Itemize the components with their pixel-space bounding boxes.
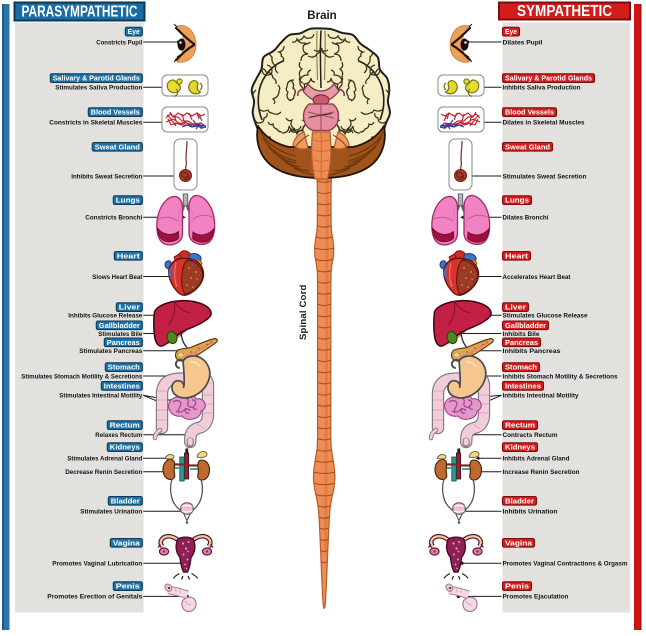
svg-text:Increase Renin Secretion: Increase Renin Secretion — [503, 469, 580, 476]
svg-text:Stomach: Stomach — [108, 365, 140, 372]
svg-text:Inhibits Sweat Secretion: Inhibits Sweat Secretion — [71, 173, 142, 180]
svg-text:PARASYMPATHETIC: PARASYMPATHETIC — [22, 4, 138, 21]
svg-text:Inhibits Bile: Inhibits Bile — [503, 331, 540, 338]
svg-text:Bladder: Bladder — [111, 498, 140, 505]
svg-text:SYMPATHETIC: SYMPATHETIC — [517, 3, 612, 20]
svg-text:Pancreas: Pancreas — [505, 340, 538, 347]
svg-text:Heart: Heart — [505, 253, 529, 260]
svg-text:Promotes Ejaculation: Promotes Ejaculation — [503, 594, 569, 601]
svg-text:Sweat Gland: Sweat Gland — [95, 144, 140, 151]
svg-text:Inhibits Stomach Motility & Se: Inhibits Stomach Motility & Secretions — [503, 373, 618, 380]
svg-text:Bladder: Bladder — [505, 498, 534, 505]
svg-text:Eye: Eye — [128, 29, 140, 36]
svg-text:Inhibits Glucose Release: Inhibits Glucose Release — [68, 313, 142, 320]
svg-text:Stimulates Intestinal Motility: Stimulates Intestinal Motility — [59, 393, 142, 400]
svg-text:Liver: Liver — [505, 305, 526, 312]
svg-text:Eye: Eye — [505, 29, 517, 36]
svg-text:Vagina: Vagina — [505, 540, 532, 547]
svg-text:Intestines: Intestines — [505, 383, 541, 390]
svg-text:Salivary & Parotid Glands: Salivary & Parotid Glands — [53, 76, 140, 83]
svg-text:Stimulates Bile: Stimulates Bile — [98, 331, 142, 338]
svg-text:Promotes Vaginal Lubrication: Promotes Vaginal Lubrication — [52, 561, 142, 568]
svg-text:Kidneys: Kidneys — [505, 445, 535, 452]
svg-text:Gallbladder: Gallbladder — [505, 323, 546, 330]
svg-text:Spinal Cord: Spinal Cord — [298, 284, 309, 340]
svg-text:Stimulates Glucose Release: Stimulates Glucose Release — [503, 313, 588, 320]
svg-text:Rectum: Rectum — [110, 423, 140, 430]
svg-text:Stimulates Pancreas: Stimulates Pancreas — [79, 348, 142, 355]
svg-text:Stimulates Saliva Production: Stimulates Saliva Production — [55, 85, 142, 92]
svg-text:Relaxes Rectum: Relaxes Rectum — [95, 432, 142, 439]
svg-text:Blood Vessels: Blood Vessels — [505, 110, 554, 117]
svg-text:Inhibits Adrenal Gland: Inhibits Adrenal Gland — [503, 456, 570, 463]
svg-text:Constricts Pupil: Constricts Pupil — [96, 39, 142, 46]
svg-text:Inhibits Pancreas: Inhibits Pancreas — [503, 348, 561, 355]
svg-text:Slows Heart Beat: Slows Heart Beat — [92, 274, 143, 281]
svg-text:Stimulates Adrenal Gland: Stimulates Adrenal Gland — [67, 456, 142, 463]
svg-text:Penis: Penis — [116, 584, 140, 591]
svg-text:Promotes Vaginal Contractions: Promotes Vaginal Contractions & Orgasm — [503, 561, 628, 568]
svg-text:Constricts Bronchi: Constricts Bronchi — [85, 215, 142, 222]
svg-text:Promotes Erection of Genitals: Promotes Erection of Genitals — [47, 594, 142, 601]
svg-text:Kidneys: Kidneys — [110, 445, 140, 452]
svg-text:Contracts Rectum: Contracts Rectum — [503, 432, 558, 439]
svg-text:Decrease Renin Secretion: Decrease Renin Secretion — [65, 469, 142, 476]
svg-text:Brain: Brain — [307, 10, 336, 22]
svg-text:Lungs: Lungs — [116, 198, 140, 205]
svg-text:Intestines: Intestines — [104, 383, 140, 390]
svg-text:Stimulates Urination: Stimulates Urination — [80, 509, 142, 516]
svg-text:Vagina: Vagina — [113, 540, 140, 547]
svg-text:Accelerates Heart Beat: Accelerates Heart Beat — [503, 274, 572, 281]
svg-text:Blood Vessels: Blood Vessels — [91, 110, 140, 117]
svg-text:Heart: Heart — [117, 253, 141, 260]
svg-text:Inhibits Intestinal Motility: Inhibits Intestinal Motility — [503, 393, 579, 400]
svg-text:Liver: Liver — [119, 305, 140, 312]
svg-text:Gallbladder: Gallbladder — [99, 323, 140, 330]
svg-text:Dilates Bronchi: Dilates Bronchi — [503, 215, 549, 222]
svg-text:Stomach: Stomach — [505, 365, 537, 372]
svg-text:Inhibits Urination: Inhibits Urination — [503, 509, 558, 516]
svg-text:Constricts in Skeletal Muscles: Constricts in Skeletal Muscles — [49, 120, 142, 127]
svg-text:Lungs: Lungs — [505, 198, 529, 205]
svg-text:Dilates Pupil: Dilates Pupil — [503, 39, 543, 46]
svg-text:Rectum: Rectum — [505, 423, 535, 430]
svg-text:Inhibits Saliva Production: Inhibits Saliva Production — [503, 85, 581, 92]
svg-text:Dilates in Skeletal Muscles: Dilates in Skeletal Muscles — [503, 120, 585, 127]
svg-text:Penis: Penis — [505, 584, 529, 591]
svg-text:Stimulates Stomach Motility &: Stimulates Stomach Motility & Secretions — [21, 373, 142, 380]
svg-text:Salivary & Parotid Glands: Salivary & Parotid Glands — [505, 76, 592, 83]
svg-text:Stimulates Sweat Secretion: Stimulates Sweat Secretion — [503, 173, 587, 180]
svg-text:Sweat Gland: Sweat Gland — [505, 144, 550, 151]
svg-text:Pancreas: Pancreas — [107, 340, 140, 347]
